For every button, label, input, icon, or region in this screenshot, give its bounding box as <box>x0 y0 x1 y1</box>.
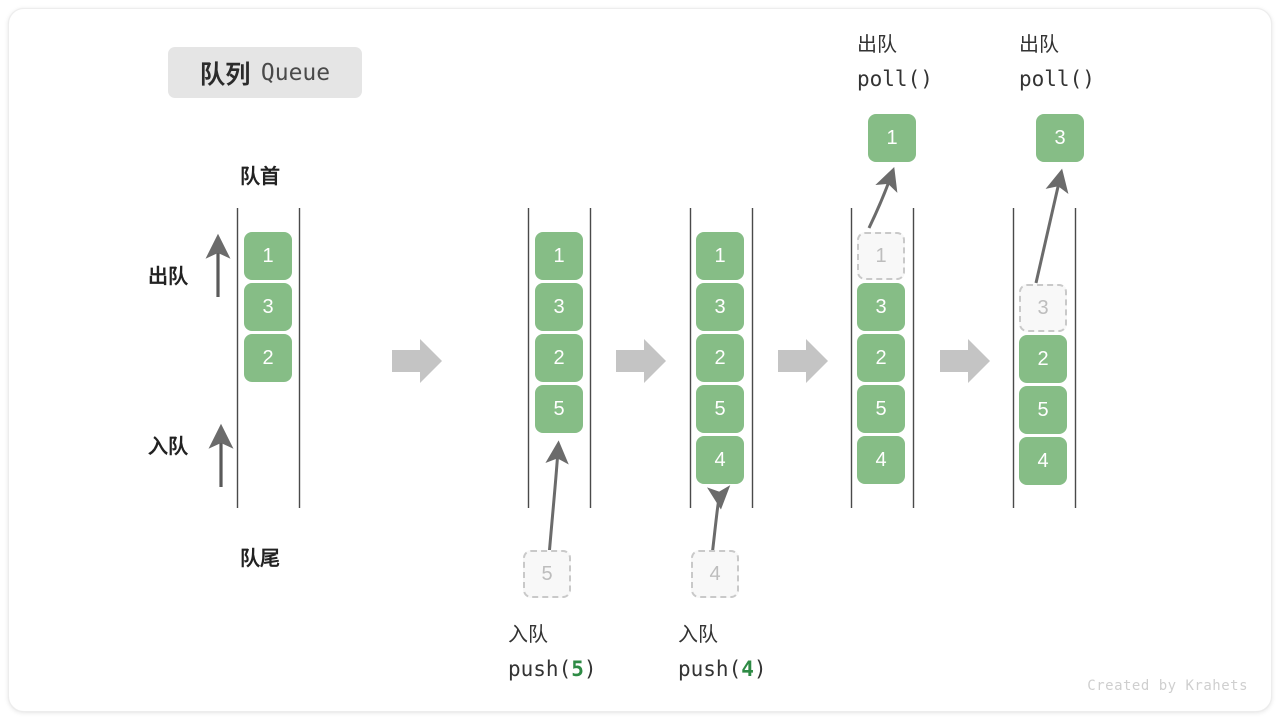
diagram-title-chip: 队列 Queue <box>168 47 362 98</box>
queue-item: 2 <box>244 334 292 382</box>
queue-item-removed: 1 <box>857 232 905 280</box>
queue-item-removed: 3 <box>1019 284 1067 332</box>
queue-item: 4 <box>1019 437 1067 485</box>
label-queue-rear: 队尾 <box>240 548 280 570</box>
queue-item: 1 <box>244 232 292 280</box>
watermark-credit: Created by Krahets <box>1087 678 1248 694</box>
queue-item: 4 <box>857 436 905 484</box>
caption-push-4: 入队 push(4) <box>678 618 767 686</box>
queue-item: 3 <box>857 283 905 331</box>
caption-poll-1: 出队 poll() <box>857 28 933 96</box>
queue-column-poll-1: 1 3 2 5 4 <box>857 232 905 484</box>
queue-item: 2 <box>857 334 905 382</box>
label-queue-front: 队首 <box>240 166 280 188</box>
queue-item-new: 5 <box>535 385 583 433</box>
queue-item-new: 4 <box>696 436 744 484</box>
queue-column-push-4: 1 3 2 5 4 <box>696 232 744 484</box>
incoming-element-5: 5 <box>523 550 571 598</box>
caption-poll-1-cn: 出队 <box>857 34 897 56</box>
caption-poll-3: 出队 poll() <box>1019 28 1095 96</box>
push-5-arg: 5 <box>571 657 584 681</box>
queue-item: 2 <box>535 334 583 382</box>
diagram-card <box>8 8 1272 712</box>
caption-poll-1-code: poll() <box>857 67 933 91</box>
queue-item: 1 <box>696 232 744 280</box>
title-cn: 队列 <box>199 60 251 89</box>
incoming-element-4: 4 <box>691 550 739 598</box>
queue-item: 3 <box>535 283 583 331</box>
title-en: Queue <box>260 59 331 86</box>
caption-push-5: 入队 push(5) <box>508 618 597 686</box>
queue-item: 5 <box>1019 386 1067 434</box>
caption-push-5-cn: 入队 <box>508 624 548 646</box>
queue-item: 5 <box>857 385 905 433</box>
caption-push-5-code: push(5) <box>508 657 597 681</box>
queue-item: 2 <box>1019 335 1067 383</box>
caption-poll-3-cn: 出队 <box>1019 34 1059 56</box>
caption-poll-3-code: poll() <box>1019 67 1095 91</box>
queue-column-initial: 1 3 2 <box>244 232 292 382</box>
queue-column-push-5: 1 3 2 5 <box>535 232 583 433</box>
queue-item: 2 <box>696 334 744 382</box>
queue-item: 5 <box>696 385 744 433</box>
queue-item: 1 <box>535 232 583 280</box>
polled-element-1: 1 <box>868 114 916 162</box>
queue-item: 3 <box>696 283 744 331</box>
caption-push-4-cn: 入队 <box>678 624 718 646</box>
queue-item: 3 <box>244 283 292 331</box>
polled-element-3: 3 <box>1036 114 1084 162</box>
label-enqueue-side: 入队 <box>148 436 188 458</box>
label-dequeue-side: 出队 <box>148 266 188 288</box>
queue-column-poll-3: 3 2 5 4 <box>1019 284 1067 485</box>
caption-push-4-code: push(4) <box>678 657 767 681</box>
push-4-arg: 4 <box>741 657 754 681</box>
